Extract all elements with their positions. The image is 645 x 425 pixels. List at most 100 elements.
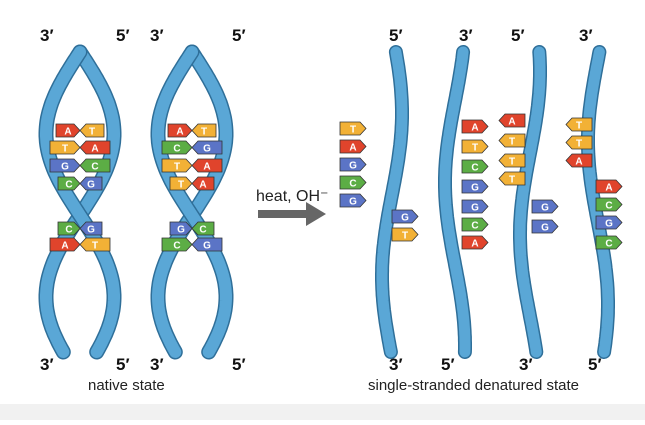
strand2-base-3: G: [461, 179, 489, 194]
strand3-right-base-0: G: [531, 199, 559, 214]
strand4-right-base-0-shape: [595, 179, 623, 194]
strand2-base-1-letter: T: [472, 143, 478, 154]
strand4-left-base-2-letter: A: [575, 157, 582, 168]
helix2-pair-5-right-letter: G: [203, 241, 211, 252]
helix1-pair-0-right-shape: [79, 123, 105, 138]
helix2-pair-5-left-letter: C: [173, 241, 180, 252]
helix1-pair-5-right: T: [79, 237, 111, 252]
helix2-pair-3-right-letter: A: [199, 180, 206, 191]
strand1-left-base-0-shape: [339, 121, 367, 136]
helix1-pair-3-right: G: [79, 176, 103, 191]
strand2-base-6-shape: [461, 235, 489, 250]
strand2-base-2-letter: C: [471, 163, 478, 174]
strand3-right-base-1: G: [531, 219, 559, 234]
strand2-ribbon: [439, 46, 471, 358]
helix2-pair-5-left: C: [161, 237, 193, 252]
strand1-left-base-0-letter: T: [350, 125, 356, 136]
strand1-left-base-3: C: [339, 175, 367, 190]
strand2-base-5-shape: [461, 217, 489, 232]
strand3-left-base-0-letter: A: [508, 117, 515, 128]
strand1-left-base-4-shape: [339, 193, 367, 208]
helix2-pair-3-left-shape: [169, 176, 193, 191]
strand4-right-base-0: A: [595, 179, 623, 194]
denatured-state-caption: single-stranded denatured state: [368, 377, 579, 394]
strand4-right-base-1: C: [595, 197, 623, 212]
strand4-left-base-2: A: [565, 153, 593, 168]
heat-arrow: [258, 202, 326, 226]
strand2-base-5-letter: C: [471, 221, 478, 232]
helix1-pair-3-left-letter: C: [65, 180, 72, 191]
helix1-pair-3-right-shape: [79, 176, 103, 191]
strand4-right-base-1-letter: C: [605, 201, 612, 212]
strand4-top-label: 3′: [579, 26, 593, 45]
strand4-right-base-2-shape: [595, 215, 623, 230]
helix2-pair-0-right: T: [191, 123, 217, 138]
helix2-bottom-right-label: 5′: [232, 355, 246, 374]
strand3-bottom-label: 3′: [519, 355, 533, 374]
strand4-left-base-0-letter: T: [576, 121, 582, 132]
helix1-pair-4-left-letter: C: [65, 225, 72, 236]
strand2-base-1-shape: [461, 139, 489, 154]
strand3-left-base-3-letter: T: [509, 175, 515, 186]
helix1-top-left-label: 3′: [40, 26, 54, 45]
strand3-left-base-0: A: [498, 113, 526, 128]
helix2-pair-0-left-letter: A: [176, 127, 183, 138]
helix1-pair-2-left-shape: [49, 158, 81, 173]
strand2-base-5: C: [461, 217, 489, 232]
helix1-pair-2-left-letter: G: [61, 162, 69, 173]
helix1-pair-4-left-shape: [57, 221, 81, 236]
helix2-pair-4-left-letter: G: [177, 225, 185, 236]
heat-arrow-shaft: [258, 210, 308, 218]
helix1-pair-1-right-letter: A: [91, 144, 98, 155]
helix1-bottom-left-label: 3′: [40, 355, 54, 374]
strand1-left-base-2-letter: G: [349, 161, 357, 172]
helix1-pair-4-left: C: [57, 221, 81, 236]
helix1-pair-5-left-letter: A: [61, 241, 68, 252]
helix2-pair-3-right: A: [191, 176, 215, 191]
strand1-right-base-1-shape: [391, 227, 419, 242]
strand4-bottom-label: 5′: [588, 355, 602, 374]
helix2-pair-4-left-shape: [169, 221, 193, 236]
footer-bar: [0, 404, 645, 420]
helix2-pair-5-left-shape: [161, 237, 193, 252]
strand4-left-base-2-shape: [565, 153, 593, 168]
strand2-base-0-shape: [461, 119, 489, 134]
helix1-pair-1-left-letter: T: [62, 144, 68, 155]
strand1-left-base-4-letter: G: [349, 197, 357, 208]
strand1-left-base-1: A: [339, 139, 367, 154]
strand3-right-base-0-shape: [531, 199, 559, 214]
strand4-left-base-1: T: [565, 135, 593, 150]
helix2-strand-a: [152, 46, 232, 358]
strand1-left-base-3-shape: [339, 175, 367, 190]
strand1-right-base-0: G: [391, 209, 419, 224]
helix1-top-right-label: 5′: [116, 26, 130, 45]
strand1-left-base-0: T: [339, 121, 367, 136]
strand1-right-base-0-letter: G: [401, 213, 409, 224]
helix2-pair-0-left: A: [167, 123, 193, 138]
helix2-pair-2-right-letter: A: [203, 162, 210, 173]
helix2-pair-1-right: G: [191, 140, 223, 155]
strand2-base-1: T: [461, 139, 489, 154]
helix1-pair-4-right-shape: [79, 221, 103, 236]
strand3-left-base-0-shape: [498, 113, 526, 128]
helix2-pair-1-left-letter: C: [173, 144, 180, 155]
strand3-left-base-2-shape: [498, 153, 526, 168]
helix1-pair-4-right: G: [79, 221, 103, 236]
strand2-base-4: G: [461, 199, 489, 214]
helix2-top-left-label: 3′: [150, 26, 164, 45]
strand4-ribbon: [582, 46, 614, 358]
helix2-pair-1-right-shape: [191, 140, 223, 155]
helix2-bottom-left-label: 3′: [150, 355, 164, 374]
helix1-strand-b: [40, 46, 120, 358]
strand4-right-base-3: C: [595, 235, 623, 250]
strand4-right-base-2: G: [595, 215, 623, 230]
helix1-pair-5-left: A: [49, 237, 81, 252]
helix2-pair-5-right-shape: [191, 237, 223, 252]
helix2-pair-1-right-letter: G: [203, 144, 211, 155]
helix1-pair-0-left-shape: [55, 123, 81, 138]
helix2-pair-3-left-letter: T: [178, 180, 184, 191]
helix1-pair-2-right: C: [79, 158, 111, 173]
